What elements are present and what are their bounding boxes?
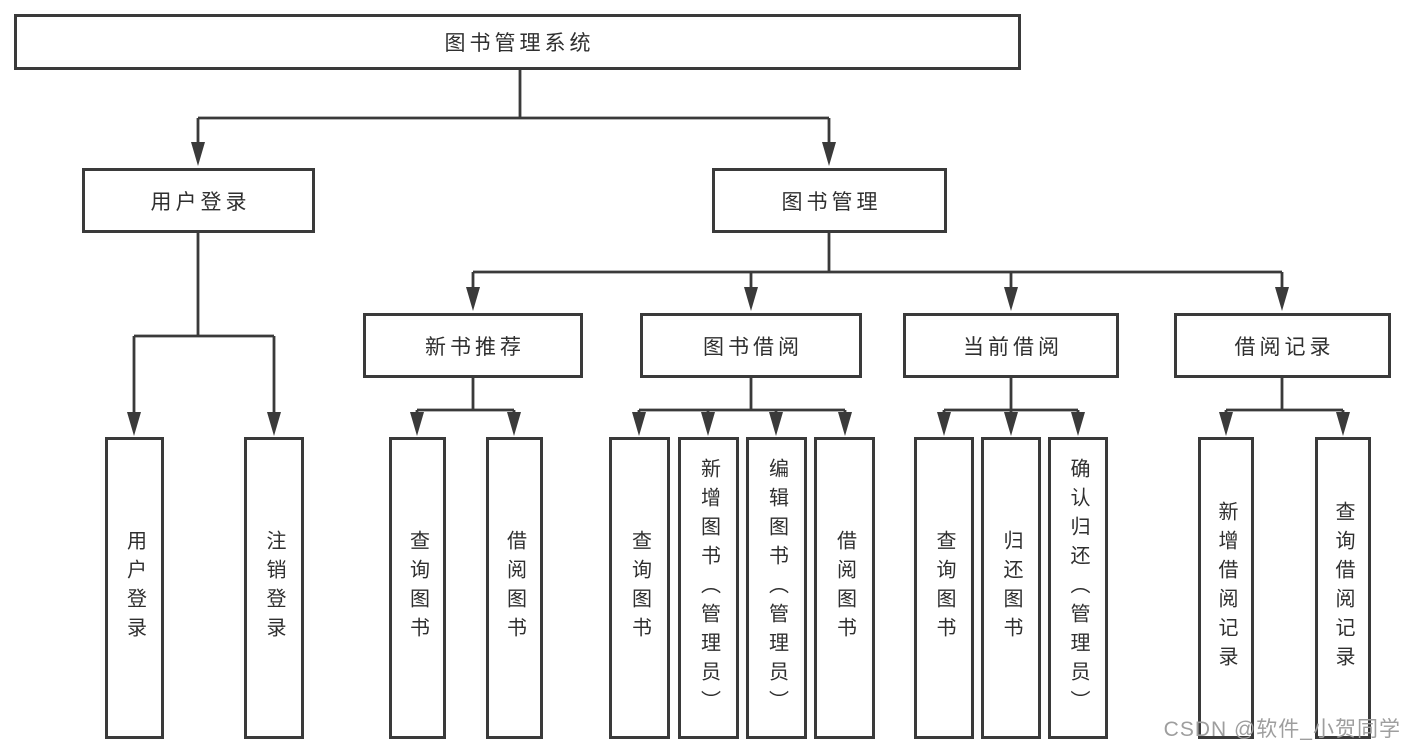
arrow-icon bbox=[769, 412, 783, 436]
node-label: 用户登录 bbox=[123, 530, 146, 646]
node-leaf-borrow-books-2: 借阅图书 bbox=[814, 437, 875, 739]
node-user-login-module: 用户登录 bbox=[82, 168, 315, 233]
arrow-icon bbox=[410, 412, 424, 436]
node-borrow-records: 借阅记录 bbox=[1174, 313, 1391, 378]
node-label: 注销登录 bbox=[263, 530, 285, 646]
node-leaf-edit-books-admin: 编辑图书（管理员） bbox=[746, 437, 807, 739]
node-label: 新增借阅记录 bbox=[1215, 501, 1237, 675]
arrow-icon bbox=[466, 287, 480, 311]
connector-book-mgmt-children bbox=[471, 233, 1284, 292]
arrow-icon bbox=[191, 142, 205, 166]
node-label: 新增图书（管理员） bbox=[697, 457, 720, 719]
node-leaf-borrow-books-1: 借阅图书 bbox=[486, 437, 543, 739]
connector-root-to-level2 bbox=[196, 69, 831, 146]
node-label: 用户登录 bbox=[150, 190, 251, 214]
node-leaf-confirm-return-admin: 确认归还（管理员） bbox=[1048, 437, 1108, 739]
node-leaf-logout: 注销登录 bbox=[244, 437, 304, 739]
connector-user-login-children bbox=[132, 233, 276, 416]
node-label: 新书推荐 bbox=[425, 335, 525, 359]
node-library-system: 图书管理系统 bbox=[14, 14, 1021, 70]
node-leaf-query-borrow-record: 查询借阅记录 bbox=[1315, 437, 1371, 739]
connector-borrowing-children bbox=[637, 378, 847, 418]
node-label: 查询借阅记录 bbox=[1332, 501, 1354, 675]
arrow-icon bbox=[1004, 287, 1018, 311]
node-leaf-query-books-1: 查询图书 bbox=[389, 437, 446, 739]
node-label: 借阅记录 bbox=[1234, 335, 1335, 359]
arrow-icon bbox=[838, 412, 852, 436]
node-new-book-recommend: 新书推荐 bbox=[363, 313, 583, 378]
arrow-icon bbox=[822, 142, 836, 166]
arrow-icon bbox=[744, 287, 758, 311]
node-label: 查询图书 bbox=[628, 530, 651, 646]
watermark: CSDN @软件_小贺同学 bbox=[1163, 718, 1401, 741]
arrow-icon bbox=[1004, 412, 1018, 436]
node-label: 借阅图书 bbox=[503, 530, 526, 646]
node-label: 当前借阅 bbox=[963, 335, 1063, 359]
node-label: 查询图书 bbox=[933, 530, 955, 646]
arrow-icon bbox=[632, 412, 646, 436]
node-leaf-return-books: 归还图书 bbox=[981, 437, 1041, 739]
connector-new-books-children bbox=[415, 378, 516, 418]
node-book-management: 图书管理 bbox=[712, 168, 947, 233]
arrowheads bbox=[127, 142, 1350, 436]
arrow-icon bbox=[267, 412, 281, 436]
node-label: 查询图书 bbox=[406, 530, 429, 646]
node-current-borrowing: 当前借阅 bbox=[903, 313, 1119, 378]
node-label: 借阅图书 bbox=[833, 530, 856, 646]
node-leaf-user-login: 用户登录 bbox=[105, 437, 164, 739]
node-label: 图书借阅 bbox=[703, 335, 803, 359]
node-leaf-add-borrow-record: 新增借阅记录 bbox=[1198, 437, 1254, 739]
node-book-borrowing: 图书借阅 bbox=[640, 313, 862, 378]
arrow-icon bbox=[127, 412, 141, 436]
node-leaf-query-books-3: 查询图书 bbox=[914, 437, 974, 739]
node-label: 编辑图书（管理员） bbox=[765, 457, 788, 719]
node-leaf-query-books-2: 查询图书 bbox=[609, 437, 670, 739]
arrow-icon bbox=[1275, 287, 1289, 311]
node-leaf-add-books-admin: 新增图书（管理员） bbox=[678, 437, 739, 739]
node-label: 图书管理 bbox=[781, 190, 882, 214]
arrow-icon bbox=[1219, 412, 1233, 436]
node-label: 确认归还（管理员） bbox=[1067, 457, 1089, 719]
node-label: 归还图书 bbox=[1000, 530, 1022, 646]
arrow-icon bbox=[701, 412, 715, 436]
arrow-icon bbox=[1336, 412, 1350, 436]
arrow-icon bbox=[1071, 412, 1085, 436]
connector-records-children bbox=[1224, 378, 1345, 418]
arrow-icon bbox=[937, 412, 951, 436]
node-label: 图书管理系统 bbox=[444, 32, 595, 55]
arrow-icon bbox=[507, 412, 521, 436]
